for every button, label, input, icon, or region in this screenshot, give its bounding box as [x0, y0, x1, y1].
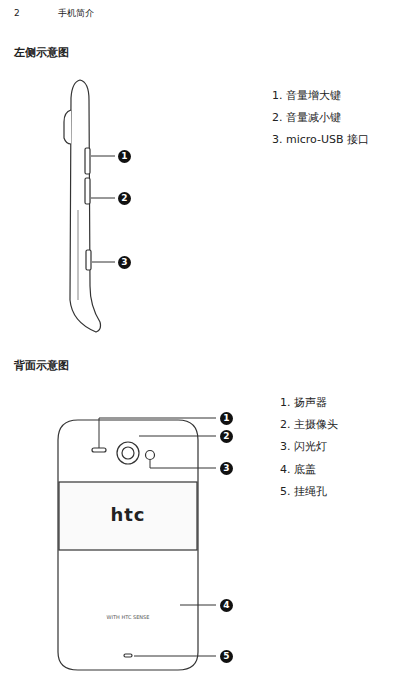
- callout-number: 3: [118, 256, 131, 269]
- camera-bump: [64, 110, 71, 144]
- leader-line: [91, 156, 115, 157]
- part-label: 1. 音量增大键: [272, 89, 341, 102]
- side-outline: [70, 80, 101, 332]
- part-label: 1. 扬声器: [280, 396, 327, 409]
- callout-number: 2: [118, 192, 131, 205]
- callout-number: 3: [220, 462, 233, 475]
- leader-line: [134, 656, 216, 657]
- header-text: 手机简介: [58, 8, 94, 19]
- flash: [146, 451, 155, 460]
- brand-logo: htc: [110, 504, 145, 526]
- callout-number: 4: [220, 599, 233, 612]
- strap-hole: [124, 654, 132, 657]
- volume-down: [85, 178, 90, 204]
- leader-line: [180, 605, 216, 606]
- part-label: 3. micro-USB 接口: [272, 133, 369, 146]
- volume-up: [85, 148, 90, 174]
- leader-line: [91, 198, 115, 199]
- callout-number: 1: [220, 412, 233, 425]
- callout-number: 2: [220, 430, 233, 443]
- leader-line: [99, 418, 216, 448]
- callout-number: 1: [118, 150, 131, 163]
- section-heading: 左侧示意图: [14, 46, 69, 59]
- leader-line: [92, 262, 115, 263]
- callout-number: 5: [220, 650, 233, 663]
- leader-line: [139, 436, 216, 437]
- part-label: 3. 闪光灯: [280, 440, 327, 453]
- back-outline: [58, 420, 198, 670]
- leader-line: [150, 460, 216, 468]
- side-seam: [77, 210, 78, 300]
- text: 2: [14, 8, 20, 19]
- speaker: [92, 448, 106, 452]
- camera: [117, 442, 139, 464]
- brand-text: WITH HTC SENSE: [107, 614, 150, 620]
- section-heading: 背面示意图: [14, 359, 69, 372]
- usb-port: [86, 250, 91, 270]
- camera-lens: [122, 447, 134, 459]
- part-label: 2. 音量减小键: [272, 111, 341, 124]
- part-label: 2. 主摄像头: [280, 418, 338, 431]
- logo-band: [59, 482, 197, 550]
- part-label: 4. 底盖: [280, 463, 316, 476]
- part-label: 5. 挂绳孔: [280, 485, 327, 498]
